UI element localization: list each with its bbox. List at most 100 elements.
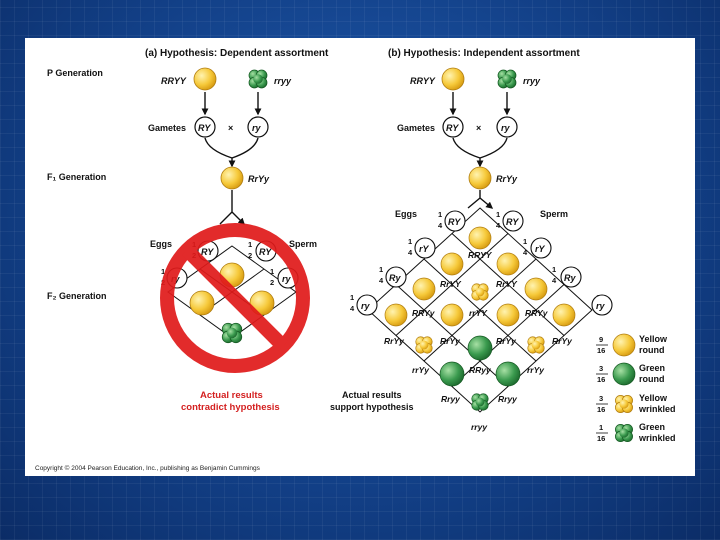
svg-text:4: 4 — [350, 304, 355, 313]
right-gametes-label: Gametes — [397, 123, 435, 133]
svg-text:3: 3 — [599, 364, 603, 373]
independent-offspring — [384, 226, 576, 411]
legend-green-wrinkled: 1 16 Green wrinkled — [596, 422, 676, 443]
svg-text:4: 4 — [496, 221, 501, 230]
dependent-result-line1: Actual results — [200, 390, 263, 401]
svg-text:Green: Green — [639, 363, 665, 373]
left-egg-RY: RY — [201, 247, 214, 257]
svg-text:4: 4 — [408, 248, 413, 257]
svg-text:1: 1 — [379, 265, 383, 274]
left-sperm-ry: ry — [282, 274, 292, 284]
left-f1-pea — [220, 166, 244, 190]
svg-text:rrYY: rrYY — [469, 308, 488, 318]
legend-yellow-round: 9 16 Yellow round — [596, 333, 668, 357]
svg-text:RrYY: RrYY — [440, 279, 462, 289]
svg-text:4: 4 — [552, 276, 557, 285]
heading-dependent: (a) Hypothesis: Dependent assortment — [145, 48, 329, 59]
svg-text:wrinkled: wrinkled — [638, 433, 676, 443]
svg-text:RrYy: RrYy — [384, 336, 405, 346]
svg-text:1: 1 — [408, 237, 412, 246]
left-gamete-ry: ry — [252, 123, 262, 133]
independent-sperm-gametes: 1 4 RY 1 4 rY 1 4 Ry 1 4 ry — [496, 210, 613, 316]
svg-text:1: 1 — [523, 237, 527, 246]
svg-text:2: 2 — [248, 251, 252, 260]
dependent-parents: RRYY rryy — [161, 67, 292, 116]
dependent-result-line2: contradict hypothesis — [181, 402, 280, 413]
independent-egg-gametes: 1 4 RY 1 4 rY 1 4 Ry 1 4 ry — [350, 210, 466, 316]
svg-text:1: 1 — [270, 267, 274, 276]
right-gamete-ry: ry — [501, 123, 511, 133]
svg-text:Rryy: Rryy — [498, 394, 518, 404]
svg-text:RRyy: RRyy — [469, 365, 492, 375]
left-cross-symbol: × — [228, 123, 233, 133]
svg-text:RRYy: RRYy — [525, 308, 549, 318]
left-parent-green-pea — [248, 69, 268, 89]
svg-text:round: round — [639, 345, 665, 355]
independent-gametes: Gametes RY × ry — [397, 116, 518, 166]
right-parent-green-genotype: rryy — [523, 76, 541, 86]
svg-text:RrYy: RrYy — [496, 336, 517, 346]
p-generation-label: P Generation — [47, 68, 103, 78]
left-gamete-RY-circle — [194, 116, 216, 138]
independent-punnett — [367, 207, 593, 413]
right-parent-yellow-genotype: RRYY — [410, 76, 436, 86]
svg-text:Yellow: Yellow — [639, 334, 668, 344]
left-f1-genotype: RrYy — [248, 174, 270, 184]
svg-text:RrYY: RrYY — [496, 279, 518, 289]
right-cross-symbol: × — [476, 123, 481, 133]
svg-text:round: round — [639, 374, 665, 384]
svg-text:4: 4 — [523, 248, 528, 257]
independent-result-line1: Actual results — [342, 390, 402, 400]
svg-text:Yellow: Yellow — [639, 393, 668, 403]
right-gamete-RY: RY — [446, 123, 459, 133]
f1-generation-label: F₁ Generation — [47, 172, 106, 182]
left-gamete-ry-circle — [247, 116, 269, 138]
left-parent-green-genotype: rryy — [274, 76, 292, 86]
independent-result-line2: support hypothesis — [330, 402, 414, 412]
svg-text:1: 1 — [552, 265, 556, 274]
prohibition-sign — [160, 223, 310, 373]
left-eggs-label: Eggs — [150, 239, 172, 249]
left-parent-yellow-genotype: RRYY — [161, 76, 187, 86]
svg-text:1: 1 — [248, 240, 252, 249]
left-sperm-RY: RY — [259, 247, 272, 257]
figure-panel — [25, 38, 695, 476]
svg-text:RRYy: RRYy — [412, 308, 436, 318]
svg-text:wrinkled: wrinkled — [638, 404, 676, 414]
svg-text:ry: ry — [596, 301, 606, 311]
dependent-gametes: Gametes RY × ry — [148, 116, 269, 166]
right-f1-genotype: RrYy — [496, 174, 518, 184]
f2-generation-label: F₂ Generation — [47, 291, 107, 301]
svg-text:16: 16 — [597, 434, 605, 443]
phenotype-legend: 9 16 Yellow round 3 16 Green round 3 16 … — [596, 333, 676, 443]
heading-independent: (b) Hypothesis: Independent assortment — [388, 48, 580, 59]
svg-text:1: 1 — [599, 423, 603, 432]
independent-f1: RrYy — [467, 166, 518, 208]
svg-text:3: 3 — [599, 394, 603, 403]
left-sperm-label: Sperm — [289, 239, 317, 249]
independent-grid-genotypes: RRYY RrYY RrYY RRYy rrYY RRYy RrYy RrYy … — [384, 250, 573, 432]
svg-text:16: 16 — [597, 375, 605, 384]
copyright-notice: Copyright © 2004 Pearson Education, Inc.… — [35, 464, 261, 472]
svg-text:rrYy: rrYy — [412, 365, 430, 375]
left-gametes-label: Gametes — [148, 123, 186, 133]
svg-text:Ry: Ry — [564, 273, 576, 283]
right-eggs-label: Eggs — [395, 209, 417, 219]
legend-green-round: 3 16 Green round — [596, 362, 665, 386]
svg-text:16: 16 — [597, 346, 605, 355]
svg-text:1: 1 — [161, 267, 165, 276]
svg-text:16: 16 — [597, 405, 605, 414]
svg-text:4: 4 — [379, 276, 384, 285]
svg-text:1: 1 — [438, 210, 442, 219]
svg-text:rY: rY — [419, 244, 430, 254]
svg-text:RrYy: RrYy — [440, 336, 461, 346]
svg-text:RRYY: RRYY — [468, 250, 493, 260]
svg-text:Rryy: Rryy — [441, 394, 461, 404]
svg-text:1: 1 — [496, 210, 500, 219]
svg-text:4: 4 — [438, 221, 443, 230]
svg-text:RY: RY — [448, 217, 461, 227]
svg-text:RrYy: RrYy — [552, 336, 573, 346]
svg-text:RY: RY — [506, 217, 519, 227]
right-parent-yellow-pea — [441, 67, 465, 91]
